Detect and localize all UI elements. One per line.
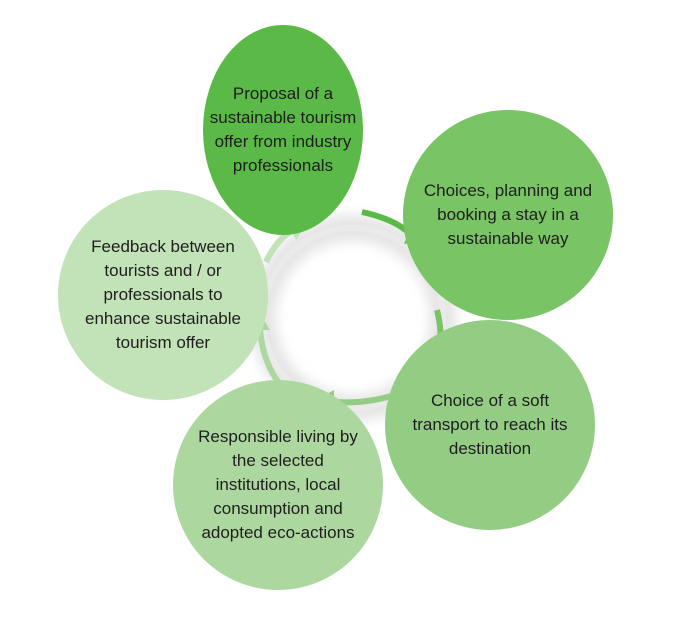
step-label-1: Proposal of a sustainable tourism offer …: [209, 84, 357, 175]
step-node-2: Choices, planning and booking a stay in …: [403, 110, 613, 320]
step-label-3: Choice of a soft transport to reach its …: [412, 391, 568, 458]
step-node-1: Proposal of a sustainable tourism offer …: [203, 25, 363, 235]
step-node-4: Responsible living by the selected insti…: [173, 380, 383, 590]
step-node-3: Choice of a soft transport to reach its …: [385, 320, 595, 530]
step-label-2: Choices, planning and booking a stay in …: [423, 181, 593, 248]
step-label-5: Feedback between tourists and / or profe…: [85, 237, 241, 352]
step-label-4: Responsible living by the selected insti…: [198, 427, 358, 542]
step-node-5: Feedback between tourists and / or profe…: [58, 190, 268, 400]
